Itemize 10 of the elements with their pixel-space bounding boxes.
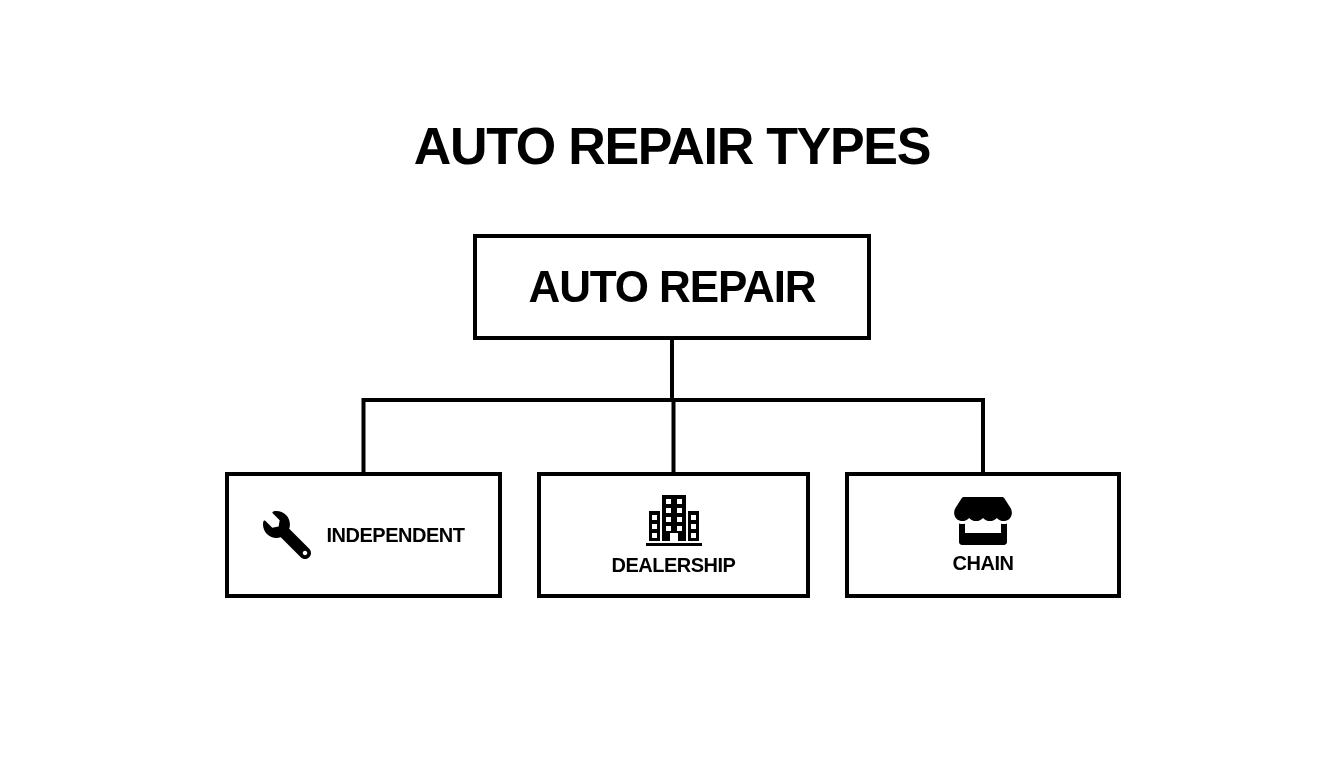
box-label: CHAIN	[952, 553, 1014, 573]
box-label: INDEPENDENT	[326, 525, 465, 545]
diagram-title: AUTO REPAIR TYPES	[413, 120, 931, 172]
category-box	[225, 472, 502, 598]
root-category-box	[473, 234, 871, 340]
box-label: AUTO REPAIR	[528, 265, 816, 309]
connector-line	[670, 340, 985, 472]
box-label: DEALERSHIP	[611, 555, 736, 575]
category-box	[537, 472, 810, 598]
category-box	[845, 472, 1121, 598]
